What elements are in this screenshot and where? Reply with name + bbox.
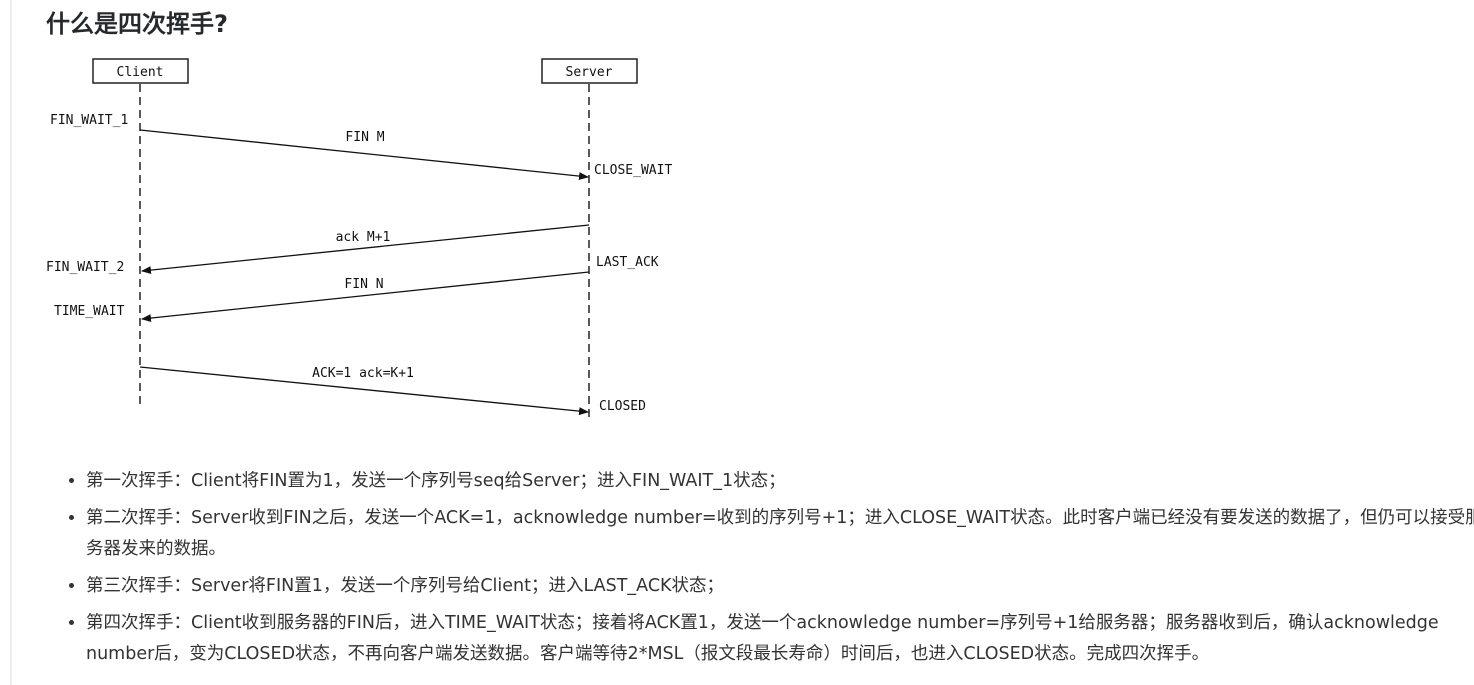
client-label: Client [117,65,164,80]
four-way-handshake-diagram: Client Server FIN M ack M+1 FIN N ACK=1 … [46,58,672,422]
state-fin-wait-1: FIN_WAIT_1 [50,113,128,128]
fin-n-arrow [141,271,590,323]
state-close-wait: CLOSE_WAIT [594,163,672,178]
client-box: Client [92,58,189,84]
fin-m-label: FIN M [345,130,384,145]
state-last-ack: LAST_ACK [596,255,659,270]
ack-k1-arrow [139,366,589,416]
handshake-steps-list: 第一次挥手：Client将FIN置为1，发送一个序列号seq给Server；进入… [62,466,1474,676]
fin-n-label: FIN N [344,277,383,292]
ack-m1-label: ack M+1 [336,230,391,245]
section-heading: 什么是四次挥手? [46,10,228,38]
state-closed: CLOSED [599,399,646,414]
server-box: Server [541,58,638,84]
server-label: Server [566,65,613,80]
list-item: 第一次挥手：Client将FIN置为1，发送一个序列号seq给Server；进入… [86,466,1474,497]
state-fin-wait-2: FIN_WAIT_2 [46,260,124,275]
list-item: 第三次挥手：Server将FIN置1，发送一个序列号给Client；进入LAST… [86,571,1474,602]
list-item: 第四次挥手：Client收到服务器的FIN后，进入TIME_WAIT状态；接着将… [86,608,1474,670]
state-time-wait: TIME_WAIT [54,304,125,319]
ack-k1-label: ACK=1 ack=K+1 [312,366,414,381]
list-item: 第二次挥手：Server收到FIN之后，发送一个ACK=1，acknowledg… [86,503,1474,565]
fin-m-arrow [139,129,589,181]
ack-m1-arrow [141,224,590,275]
content-left-border [10,0,12,685]
